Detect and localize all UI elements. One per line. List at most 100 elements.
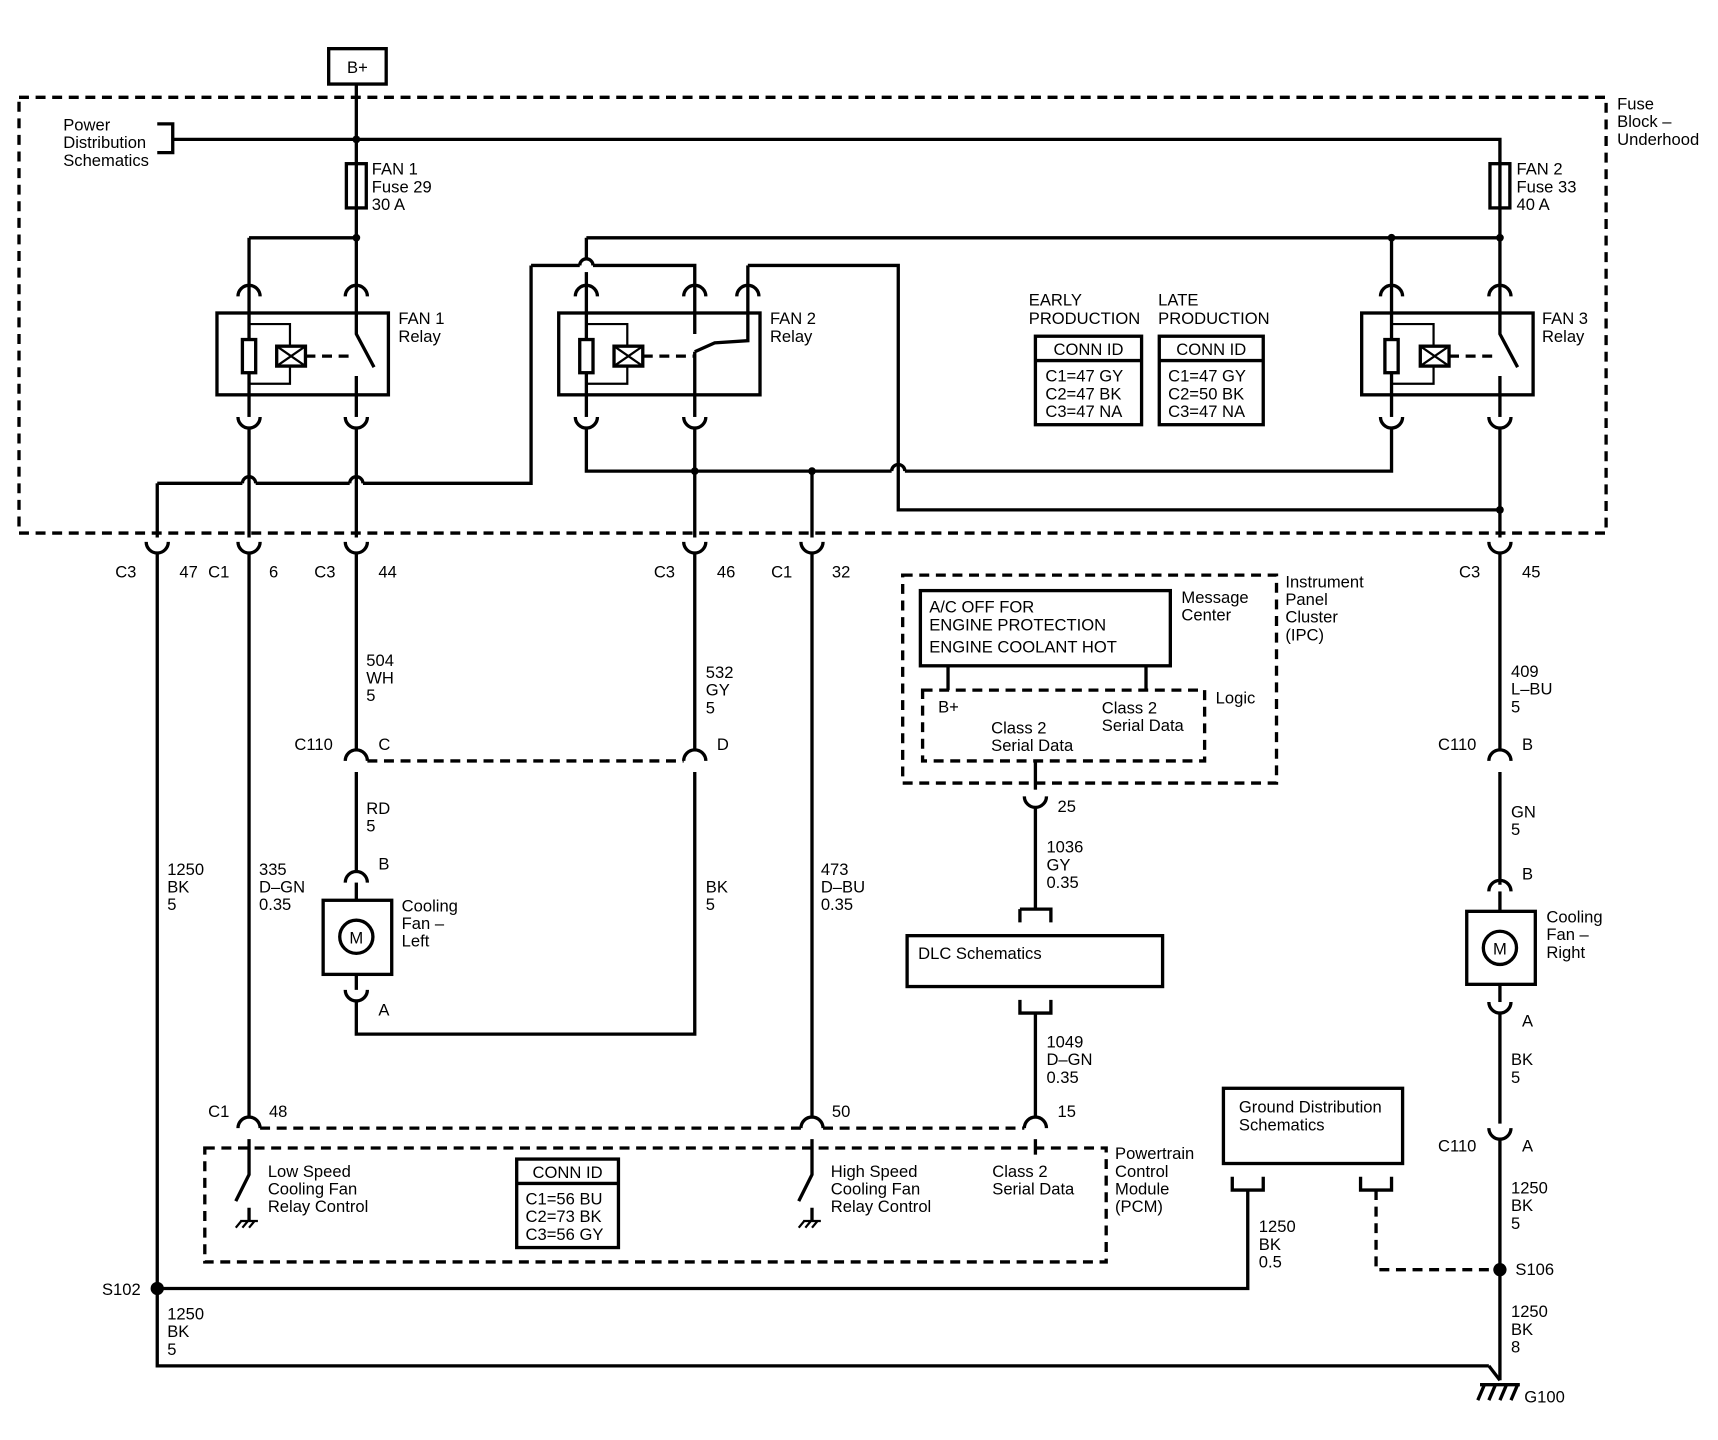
svg-text:M: M	[1493, 939, 1507, 958]
svg-text:C2=73 BK: C2=73 BK	[526, 1207, 602, 1226]
svg-text:45: 45	[1522, 562, 1540, 581]
late-production-conn-table: LATE PRODUCTION CONN ID C1=47 GY C2=50 B…	[1157, 290, 1270, 427]
svg-text:5: 5	[167, 1340, 176, 1359]
battery-source: B+	[327, 47, 388, 86]
svg-text:CONN ID: CONN ID	[1053, 340, 1123, 359]
svg-text:32: 32	[832, 562, 850, 581]
svg-text:Relay: Relay	[398, 327, 441, 346]
svg-text:1250: 1250	[167, 1304, 204, 1323]
svg-text:Center: Center	[1181, 605, 1231, 624]
svg-text:Class 2: Class 2	[992, 1162, 1047, 1181]
svg-text:0.35: 0.35	[821, 895, 853, 914]
svg-text:0.35: 0.35	[259, 895, 291, 914]
svg-text:C3: C3	[1459, 562, 1480, 581]
splice-s102: S102	[102, 1280, 164, 1299]
svg-text:ENGINE COOLANT HOT: ENGINE COOLANT HOT	[929, 638, 1117, 657]
svg-text:Fuse: Fuse	[1617, 94, 1654, 113]
svg-text:48: 48	[269, 1102, 287, 1121]
svg-text:Schematics: Schematics	[63, 151, 149, 170]
fan1-fuse: FAN 1 Fuse 29 30 A	[344, 160, 432, 214]
svg-text:Serial Data: Serial Data	[1102, 716, 1185, 735]
cooling-fan-right: C110 B B M A Cooling Fan – Right C110 A	[1438, 735, 1603, 1381]
svg-text:BK: BK	[167, 878, 189, 897]
svg-text:CONN ID: CONN ID	[1176, 340, 1246, 359]
svg-text:0.35: 0.35	[1046, 1068, 1078, 1087]
svg-text:Message: Message	[1181, 588, 1248, 607]
power-distribution-ref: Power Distribution Schematics	[63, 116, 175, 170]
svg-text:(IPC): (IPC)	[1285, 625, 1324, 644]
svg-text:C3=47 NA: C3=47 NA	[1045, 402, 1123, 421]
svg-text:Serial Data: Serial Data	[991, 736, 1074, 755]
svg-text:PRODUCTION: PRODUCTION	[1158, 309, 1269, 328]
svg-text:1250: 1250	[1511, 1302, 1548, 1321]
svg-text:Control: Control	[1115, 1162, 1168, 1181]
svg-text:504: 504	[366, 651, 394, 670]
svg-text:C3: C3	[314, 562, 335, 581]
svg-text:M: M	[349, 928, 363, 947]
svg-text:C3=47 NA: C3=47 NA	[1168, 402, 1246, 421]
svg-text:C: C	[378, 735, 390, 754]
svg-text:Cooling Fan: Cooling Fan	[268, 1179, 357, 1198]
c110-connector-left: C110 C D	[294, 735, 729, 763]
svg-text:B+: B+	[938, 697, 959, 716]
svg-text:S102: S102	[102, 1280, 141, 1299]
svg-text:C110: C110	[294, 735, 332, 754]
svg-text:B: B	[1522, 864, 1533, 883]
svg-text:5: 5	[366, 686, 375, 705]
svg-text:1250: 1250	[167, 860, 204, 879]
svg-text:C1=47 GY: C1=47 GY	[1168, 367, 1246, 386]
svg-text:Power: Power	[63, 116, 110, 135]
svg-text:5: 5	[366, 817, 375, 836]
svg-text:Relay Control: Relay Control	[268, 1197, 368, 1216]
b-plus-label: B+	[347, 58, 368, 77]
svg-text:A: A	[1522, 1011, 1534, 1030]
fan1-relay: FAN 1 Relay	[215, 283, 444, 430]
svg-text:C110: C110	[1438, 735, 1476, 754]
powertrain-control-module: C1 48 50 15 Low Speed Cooling Fan Relay …	[203, 1102, 1194, 1264]
svg-text:BK: BK	[1511, 1050, 1533, 1069]
svg-text:C110: C110	[1438, 1136, 1476, 1155]
svg-text:Relay: Relay	[770, 327, 813, 346]
svg-text:Left: Left	[402, 932, 430, 951]
svg-text:Underhood: Underhood	[1617, 130, 1699, 149]
svg-text:D–GN: D–GN	[259, 878, 305, 897]
svg-text:(PCM): (PCM)	[1115, 1197, 1163, 1216]
svg-text:C3: C3	[115, 562, 136, 581]
ground-icon	[1476, 1384, 1520, 1401]
svg-text:5: 5	[706, 895, 715, 914]
svg-text:Distribution: Distribution	[63, 133, 146, 152]
svg-text:FAN 2: FAN 2	[1517, 160, 1563, 179]
svg-text:1049: 1049	[1046, 1032, 1083, 1051]
svg-text:RD: RD	[366, 799, 390, 818]
svg-text:EARLY: EARLY	[1029, 290, 1082, 309]
svg-text:25: 25	[1058, 797, 1076, 816]
svg-text:GY: GY	[1046, 855, 1070, 874]
cooling-fan-left: B M A Cooling Fan – Left	[321, 854, 458, 1019]
early-production-conn-table: EARLY PRODUCTION CONN ID C1=47 GY C2=47 …	[1029, 290, 1144, 427]
svg-text:CONN ID: CONN ID	[533, 1163, 603, 1182]
svg-text:L–BU: L–BU	[1511, 680, 1552, 699]
svg-text:1250: 1250	[1511, 1178, 1548, 1197]
svg-text:8: 8	[1511, 1338, 1520, 1357]
svg-text:Fuse 33: Fuse 33	[1517, 177, 1577, 196]
svg-text:Cooling: Cooling	[402, 896, 458, 915]
svg-text:5: 5	[1511, 820, 1520, 839]
svg-text:30 A: 30 A	[372, 195, 406, 214]
svg-text:PRODUCTION: PRODUCTION	[1029, 309, 1140, 328]
dlc-schematics-ref: DLC Schematics	[905, 934, 1165, 989]
svg-text:473: 473	[821, 860, 849, 879]
svg-text:C1: C1	[208, 562, 229, 581]
svg-text:C3: C3	[654, 562, 675, 581]
svg-text:Fan –: Fan –	[402, 914, 445, 933]
svg-text:5: 5	[1511, 697, 1520, 716]
svg-text:BK: BK	[1511, 1320, 1533, 1339]
svg-text:C1: C1	[771, 562, 792, 581]
svg-text:335: 335	[259, 860, 287, 879]
svg-text:B: B	[1522, 735, 1533, 754]
instrument-panel-cluster: A/C OFF FOR ENGINE PROTECTION ENGINE COO…	[901, 572, 1364, 816]
svg-text:Class 2: Class 2	[991, 718, 1046, 737]
svg-text:FAN 3: FAN 3	[1542, 309, 1588, 328]
svg-text:FAN 1: FAN 1	[372, 160, 418, 179]
svg-text:G100: G100	[1524, 1387, 1565, 1406]
